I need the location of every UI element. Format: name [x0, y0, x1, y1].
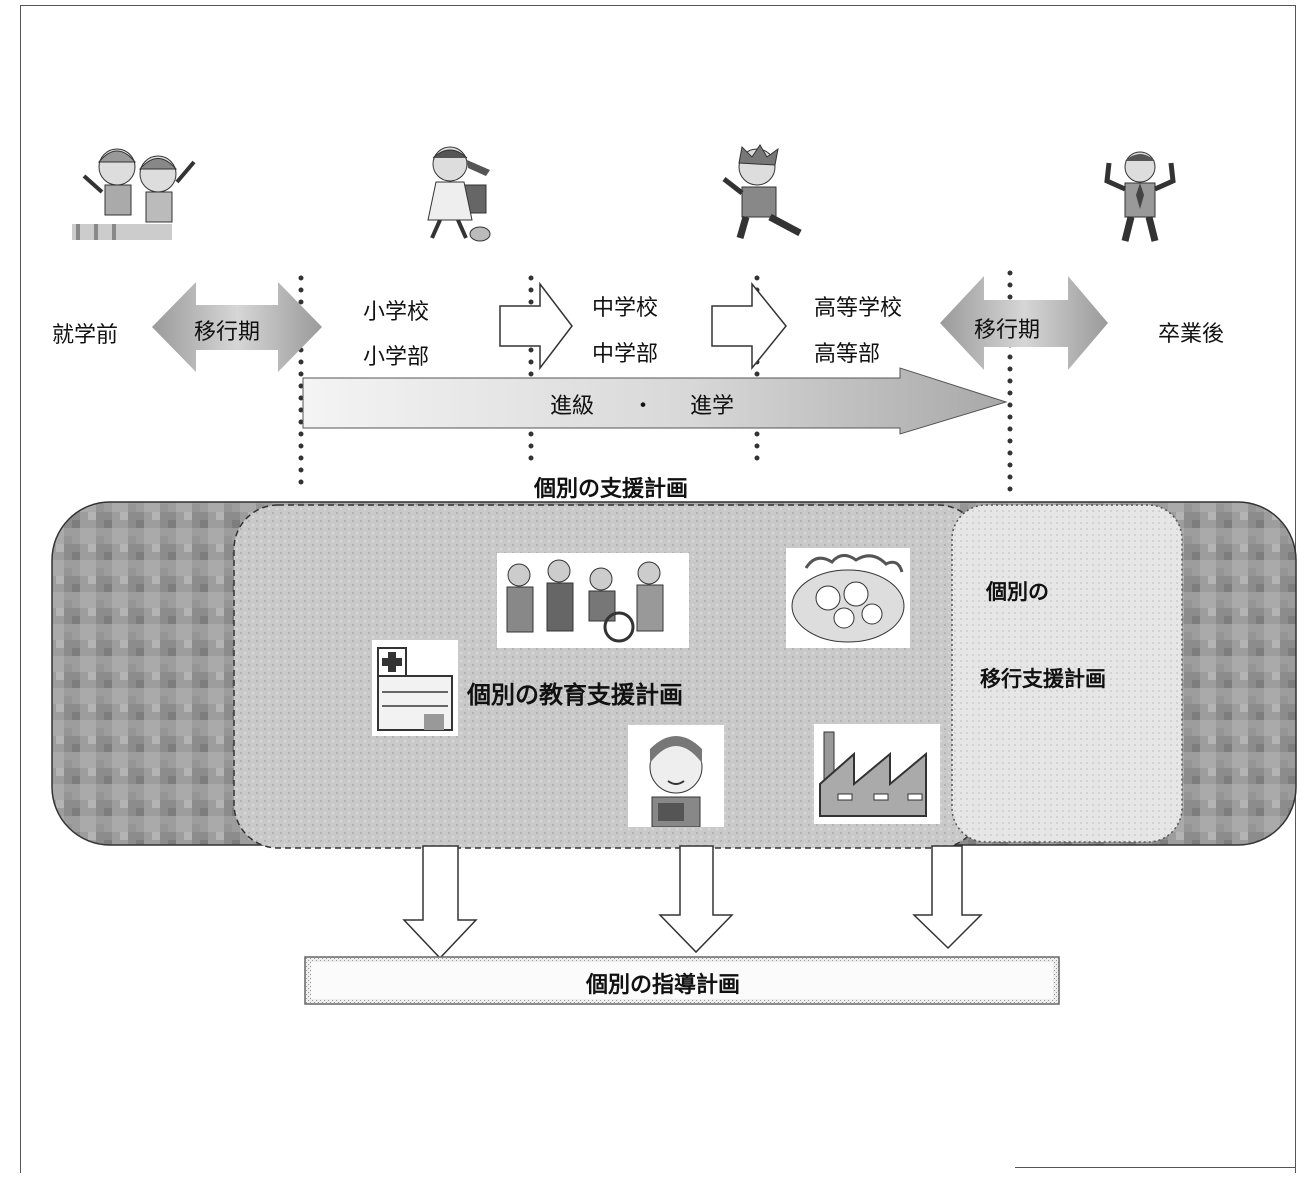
progression-arrow: [302, 367, 1008, 435]
down-arrow-2: [658, 845, 734, 954]
guidance-plan-label: 個別の指導計画: [586, 973, 741, 998]
stage-after-graduation: 卒業後: [1158, 322, 1225, 347]
transition-plan-label-line1: 個別の: [986, 580, 1049, 604]
education-support-plan-label: 個別の教育支援計画: [467, 681, 683, 709]
factory-icon: [814, 724, 940, 824]
down-arrows: [402, 845, 983, 960]
transition-label-left: 移行期: [194, 320, 261, 345]
step-arrow-2: [711, 281, 787, 371]
community-people-icon: [497, 553, 689, 648]
down-arrow-1: [402, 845, 478, 960]
progression-label-dot: ・: [632, 394, 655, 419]
step-arrow-1: [499, 281, 573, 371]
support-plan-title: 個別の支援計画: [534, 477, 689, 502]
progression-label-left: 進級: [550, 394, 595, 419]
stage-elementary-dept: 小学部: [363, 345, 430, 370]
preschool-children-icon: [72, 148, 196, 240]
adult-man-icon: [1104, 151, 1176, 242]
hospital-icon: [372, 640, 458, 736]
stage-preschool: 就学前: [52, 323, 119, 348]
teacher-icon: [628, 725, 724, 827]
down-arrow-3: [912, 845, 983, 950]
student-boy-icon: [722, 144, 802, 239]
schoolgirl-icon: [427, 146, 491, 242]
stage-high-school: 高等学校: [814, 296, 903, 321]
progression-label-right: 進学: [690, 394, 735, 419]
transition-arrow-left: [152, 282, 322, 372]
stage-junior-high-dept: 中学部: [592, 342, 659, 367]
transition-plan-label-line2: 移行支援計画: [980, 667, 1106, 691]
family-icon: [786, 548, 910, 648]
frame-bottom-edge: [1015, 1167, 1296, 1168]
stage-junior-high-school: 中学校: [592, 296, 659, 321]
transition-plan-box: [951, 504, 1183, 843]
transition-arrow-right: [940, 276, 1108, 370]
transition-label-right: 移行期: [974, 318, 1041, 343]
stage-elementary-school: 小学校: [363, 300, 430, 325]
stage-high-dept: 高等部: [814, 342, 881, 367]
